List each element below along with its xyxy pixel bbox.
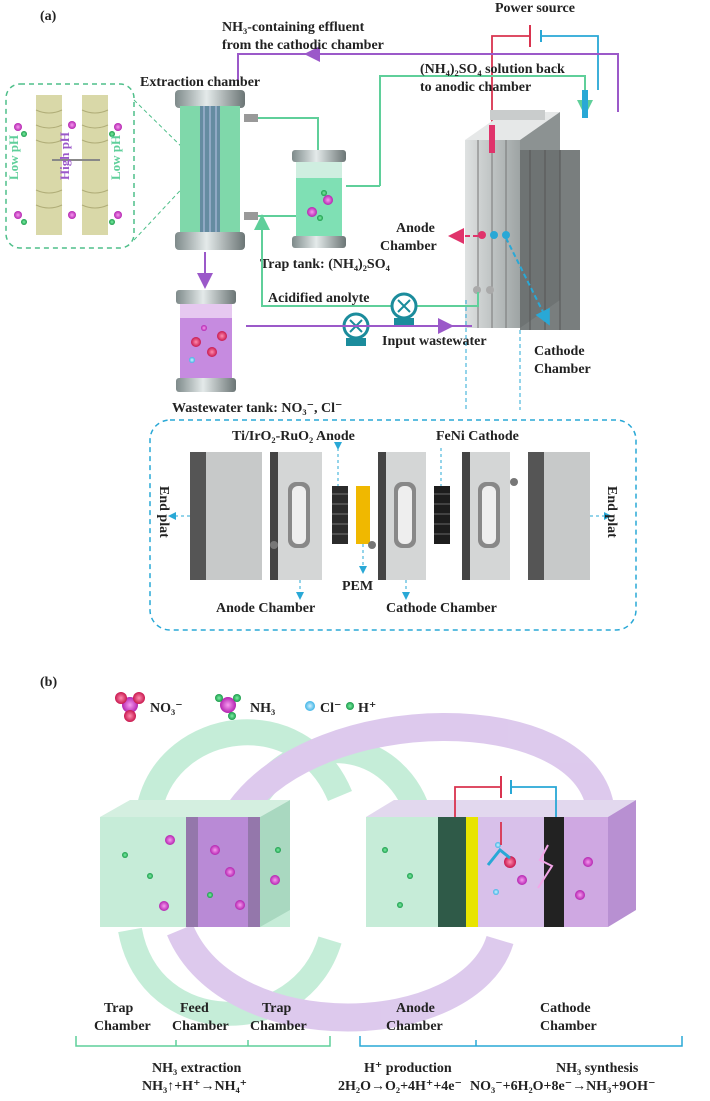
cathode-chamber-label-line1: Cathode <box>534 344 585 359</box>
detail-anode-chamber-label: Anode Chamber <box>216 601 315 616</box>
bracket-electrolysis <box>359 1036 683 1047</box>
effluent-label-line2: from the cathodic chamber <box>222 38 384 53</box>
wastewater-tank <box>176 290 236 392</box>
trap-left-label-line2: Chamber <box>94 1019 151 1034</box>
feed-label-line2: Chamber <box>172 1019 229 1034</box>
trap-left-label-line1: Trap <box>104 1001 134 1016</box>
extract-to-trap-line <box>258 117 319 150</box>
trap-tank <box>292 150 346 248</box>
power-supply-b <box>454 776 557 845</box>
high-ph-label: High pH <box>57 132 72 180</box>
extraction-block <box>100 800 290 927</box>
so4-back-label-line2: to anodic chamber <box>420 80 531 95</box>
bracket-extraction <box>75 1036 331 1047</box>
nh3-synthesis-label: NH₃ synthesis <box>556 1061 639 1076</box>
anode-electrode-label: Ti/IrO₂-RuO₂ Anode <box>232 429 355 444</box>
legend-cl-label: Cl⁻ <box>320 701 341 716</box>
end-plate-right-label: End plat <box>604 486 619 538</box>
nh3-extraction-label: NH₃ extraction <box>152 1061 242 1076</box>
pump-2 <box>390 292 418 326</box>
end-plate-left-label: End plat <box>156 486 171 538</box>
anode-b-label-line1: Anode <box>396 1001 435 1016</box>
power-source-label: Power source <box>495 1 575 16</box>
legend-h-icon <box>346 702 354 710</box>
extraction-chamber <box>175 90 258 250</box>
trap-right-label-line2: Chamber <box>250 1019 307 1034</box>
effluent-to-extractor-line <box>237 53 310 86</box>
legend-no3-icon <box>115 692 145 722</box>
cathode-b-label-line1: Cathode <box>540 1001 591 1016</box>
low-ph-left-label: Low pH <box>6 135 21 180</box>
acidified-anolyte-line <box>254 214 479 307</box>
legend-h-label: H⁺ <box>358 701 376 716</box>
trap-tank-label: Trap tank: (NH₄)₂SO₄ <box>260 257 391 272</box>
h-production-equation: 2H₂O→O₂+4H⁺+4e⁻ <box>338 1079 462 1094</box>
detail-cathode-chamber-label: Cathode Chamber <box>386 601 497 616</box>
low-ph-right-label: Low pH <box>108 135 123 180</box>
so4-back-label-line1: (NH₄)₂SO₄ solution back <box>420 62 565 77</box>
flow-arcs <box>118 713 614 1032</box>
wastewater-tank-label: Wastewater tank: NO₃⁻, Cl⁻ <box>172 401 342 416</box>
nh3-synthesis-equation: NO₃⁻+6H₂O+8e⁻→NH₃+9OH⁻ <box>470 1079 655 1094</box>
extraction-chamber-label: Extraction chamber <box>140 75 260 90</box>
legend-cl-icon <box>305 701 315 711</box>
panel-a-tag: (a) <box>40 9 57 24</box>
feed-label-line1: Feed <box>180 1001 209 1016</box>
cathode-electrode-label: FeNi Cathode <box>436 429 519 444</box>
cell-exploded-view <box>149 419 637 631</box>
anode-b-label-line2: Chamber <box>386 1019 443 1034</box>
legend-nh3-label: NH₃ <box>250 701 275 716</box>
power-source-symbol <box>491 25 599 126</box>
panel-b-tag: (b) <box>40 675 57 690</box>
h-production-label: H⁺ production <box>364 1061 452 1076</box>
pump-1 <box>342 312 370 346</box>
cathode-b-label-line2: Chamber <box>540 1019 597 1034</box>
pem-label: PEM <box>342 579 373 594</box>
input-wastewater-label: Input wastewater <box>382 334 487 349</box>
legend-nh3-icon <box>215 694 241 720</box>
acidified-anolyte-label: Acidified anolyte <box>268 291 370 306</box>
electrolysis-block <box>366 800 636 927</box>
anode-chamber-label-line1: Anode <box>396 221 435 236</box>
trap-right-label-line1: Trap <box>262 1001 292 1016</box>
anode-chamber-label-line2: Chamber <box>380 239 437 254</box>
cathode-chamber-label-line2: Chamber <box>534 362 591 377</box>
membrane-inset <box>5 83 135 249</box>
effluent-return-line <box>304 46 619 112</box>
legend-no3-label: NO₃⁻ <box>150 701 183 716</box>
effluent-label-line1: NH₃-containing effluent <box>222 20 365 35</box>
nh3-extraction-equation: NH₃↑+H⁺→NH₄⁺ <box>142 1079 247 1094</box>
electrolyzer-stack <box>465 90 588 330</box>
